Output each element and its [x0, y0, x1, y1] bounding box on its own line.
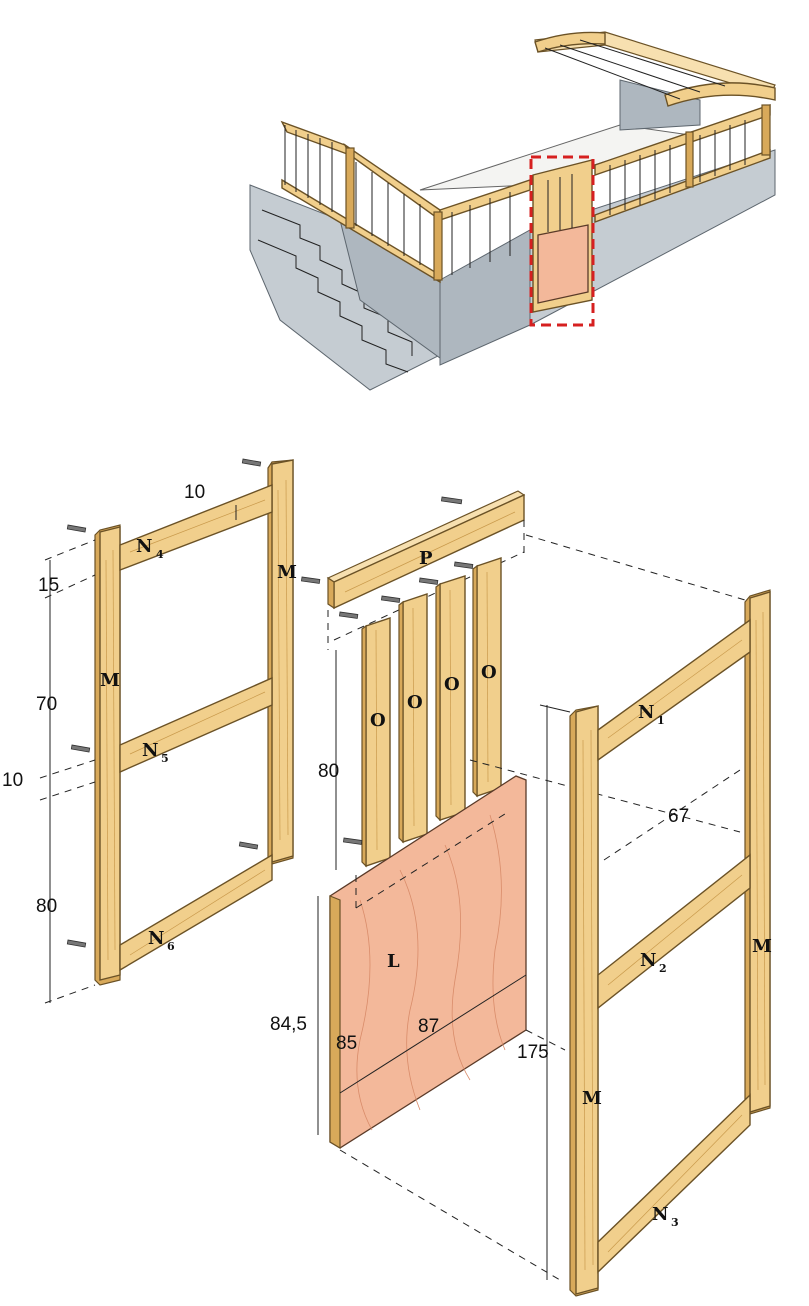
part-label-o: O [407, 692, 423, 713]
part-label-o: O [444, 674, 460, 695]
dim-rail-width: 10 [184, 482, 205, 503]
part-label-n3: N [652, 1204, 668, 1225]
railing-left [280, 120, 531, 284]
slat-group [361, 557, 502, 868]
part-label-n2-sub: 2 [659, 962, 667, 975]
dim-top-offset: 15 [38, 575, 59, 596]
dim-overall-height: 175 [517, 1042, 549, 1063]
part-label-n6-sub: 6 [167, 940, 175, 953]
dim-panel-width: 87 [418, 1016, 439, 1037]
part-label-m: M [582, 1088, 602, 1109]
right-frame: N 1 N 2 N 3 M M 175 67 [469, 534, 772, 1297]
part-label-o: O [370, 710, 386, 731]
part-label-o: O [481, 662, 497, 683]
part-label-m: M [100, 670, 120, 691]
dim-panel-side: 85 [336, 1033, 357, 1054]
staircase [249, 184, 441, 391]
deck-wall-front [439, 229, 531, 366]
part-label-n2: N [640, 950, 656, 971]
screw-icon [66, 458, 262, 948]
part-label-l: L [387, 951, 400, 972]
part-label-n4-sub: 4 [156, 548, 164, 561]
dim-slat-height: 80 [318, 761, 339, 782]
part-label-n3-sub: 3 [671, 1216, 679, 1229]
part-label-n5-sub: 5 [161, 752, 169, 765]
center-parts: P O O O O [270, 490, 566, 1281]
screw-icon [300, 496, 474, 845]
part-label-n1: N [638, 702, 654, 723]
pergola [534, 31, 776, 107]
dim-panel-height: 84,5 [270, 1014, 307, 1035]
dim-upper-span: 70 [36, 694, 57, 715]
part-label-n5: N [142, 740, 158, 761]
dim-lower-span: 80 [36, 896, 57, 917]
gate-highlight [529, 155, 595, 327]
part-label-p: P [419, 548, 433, 569]
overview-illustration [249, 31, 776, 391]
part-label-n6: N [148, 928, 164, 949]
part-label-m: M [277, 562, 297, 583]
railing-right [594, 104, 771, 224]
part-label-n4: N [136, 536, 152, 557]
dim-depth: 67 [668, 806, 689, 827]
dim-mid-rail: 10 [2, 770, 23, 791]
left-frame: M M N 4 N 5 N 6 10 15 70 10 80 [2, 458, 297, 1004]
part-label-n1-sub: 1 [657, 714, 665, 727]
part-label-m: M [752, 936, 772, 957]
plywood-panel [329, 775, 527, 1149]
